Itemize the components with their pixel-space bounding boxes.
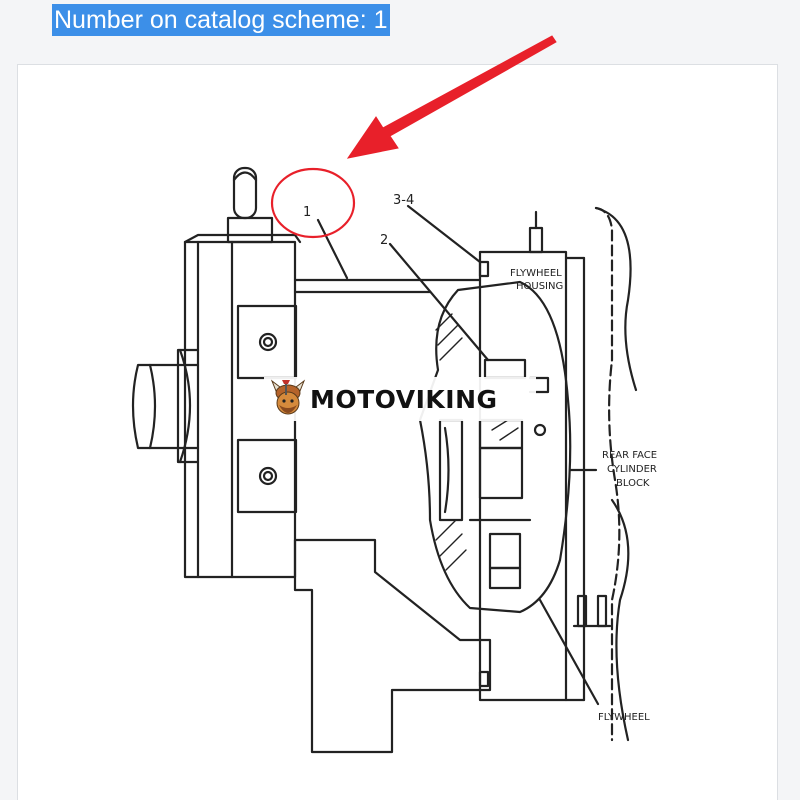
highlight-circle — [270, 167, 356, 239]
watermark: MOTOVIKING — [264, 377, 536, 421]
label-rear-face-2: CYLINDER — [607, 464, 657, 475]
lower-bracket — [293, 538, 492, 754]
callout-1: 1 — [303, 205, 311, 220]
header-bar: Number on catalog scheme: 1 — [0, 0, 800, 64]
callout-3-4: 3-4 — [393, 193, 414, 208]
label-flywheel-housing-2: HOUSING — [516, 281, 563, 292]
rear-face-line — [594, 206, 621, 742]
label-flywheel-housing-1: FLYWHEEL — [510, 268, 562, 279]
callout-2: 2 — [380, 233, 388, 248]
top-fitting — [226, 216, 274, 244]
shaft-outline — [131, 363, 200, 450]
label-rear-face-1: REAR FACE — [602, 450, 657, 461]
diagram-panel — [17, 64, 778, 800]
catalog-number-label: Number on catalog scheme: 1 — [52, 4, 390, 36]
viking-mascot-icon — [270, 379, 306, 415]
label-rear-face-3: BLOCK — [616, 478, 650, 489]
red-arrow — [346, 35, 557, 159]
label-flywheel: FLYWHEEL — [598, 712, 650, 723]
shaft-end — [148, 363, 157, 450]
watermark-text: MOTOVIKING — [310, 384, 498, 414]
